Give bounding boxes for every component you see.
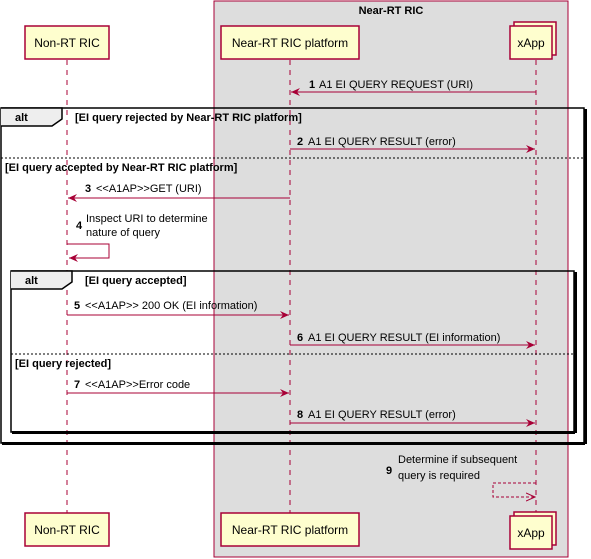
message-7: 7 <<A1AP>>Error code xyxy=(67,379,289,397)
message-6-text: A1 EI QUERY RESULT (EI information) xyxy=(308,332,500,344)
participant-platform-label: Near-RT RIC platform xyxy=(232,36,348,50)
message-6: 6 A1 EI QUERY RESULT (EI information) xyxy=(290,332,535,349)
message-8-text: A1 EI QUERY RESULT (error) xyxy=(308,409,456,421)
outer-alt-frame: alt [EI query rejected by Near-RT RIC pl… xyxy=(0,107,587,445)
participant-xapp-label-bottom: xApp xyxy=(517,526,545,540)
participant-platform-top: Near-RT RIC platform xyxy=(220,25,360,60)
participant-platform-label-bottom: Near-RT RIC platform xyxy=(232,523,348,537)
message-9-line-1: Determine if subsequent xyxy=(398,454,517,466)
message-5: 5 <<A1AP>> 200 OK (EI information) xyxy=(67,300,289,319)
participant-nonrt-label-bottom: Non-RT RIC xyxy=(34,523,100,537)
outer-alt-keyword: alt xyxy=(15,112,28,124)
message-8: 8 A1 EI QUERY RESULT (error) xyxy=(290,409,535,427)
participant-xapp-top: xApp xyxy=(509,21,557,60)
inner-alt-guard-1: [EI query accepted] xyxy=(85,275,187,287)
message-2: 2 A1 EI QUERY RESULT (error) xyxy=(290,136,535,153)
message-5-text: <<A1AP>> 200 OK (EI information) xyxy=(85,300,257,312)
message-1-text: A1 EI QUERY REQUEST (URI) xyxy=(319,79,473,91)
participant-platform-bottom: Near-RT RIC platform xyxy=(220,512,360,547)
near-rt-ric-box-title: Near-RT RIC xyxy=(359,5,424,17)
message-6-number: 6 xyxy=(297,332,303,344)
participant-nonrt-top: Non-RT RIC xyxy=(24,25,110,60)
inner-alt-frame: alt [EI query accepted] [EI query reject… xyxy=(10,270,577,434)
message-4: 4 Inspect URI to determine nature of que… xyxy=(67,213,208,262)
message-1: 1 A1 EI QUERY REQUEST (URI) xyxy=(291,79,536,96)
participant-xapp-bottom: xApp xyxy=(509,511,557,550)
outer-alt-guard-1: [EI query rejected by Near-RT RIC platfo… xyxy=(75,112,302,124)
message-7-number: 7 xyxy=(74,379,80,391)
participant-xapp-label: xApp xyxy=(517,36,545,50)
inner-alt-keyword: alt xyxy=(25,275,38,287)
message-3-text: <<A1AP>>GET (URI) xyxy=(96,183,202,195)
message-4-number: 4 xyxy=(76,220,83,232)
near-rt-ric-box: Near-RT RIC xyxy=(213,0,569,558)
participant-nonrt-bottom: Non-RT RIC xyxy=(24,512,110,547)
message-8-number: 8 xyxy=(297,409,303,421)
message-7-text: <<A1AP>>Error code xyxy=(85,379,190,391)
message-9: 9 Determine if subsequent query is requi… xyxy=(386,454,536,497)
message-3: 3 <<A1AP>>GET (URI) xyxy=(68,183,290,202)
message-2-number: 2 xyxy=(297,136,303,148)
message-4-line-1: Inspect URI to determine xyxy=(86,213,208,225)
message-9-line-2: query is required xyxy=(398,470,480,482)
message-4-line-2: nature of query xyxy=(86,227,160,239)
message-2-text: A1 EI QUERY RESULT (error) xyxy=(308,136,456,148)
outer-alt-guard-2: [EI query accepted by Near-RT RIC platfo… xyxy=(5,162,238,174)
inner-alt-guard-2: [EI query rejected] xyxy=(15,358,111,370)
message-3-number: 3 xyxy=(85,183,91,195)
message-5-number: 5 xyxy=(74,300,80,312)
message-1-number: 1 xyxy=(309,79,315,91)
participant-nonrt-label: Non-RT RIC xyxy=(34,36,100,50)
message-9-number: 9 xyxy=(386,465,392,477)
